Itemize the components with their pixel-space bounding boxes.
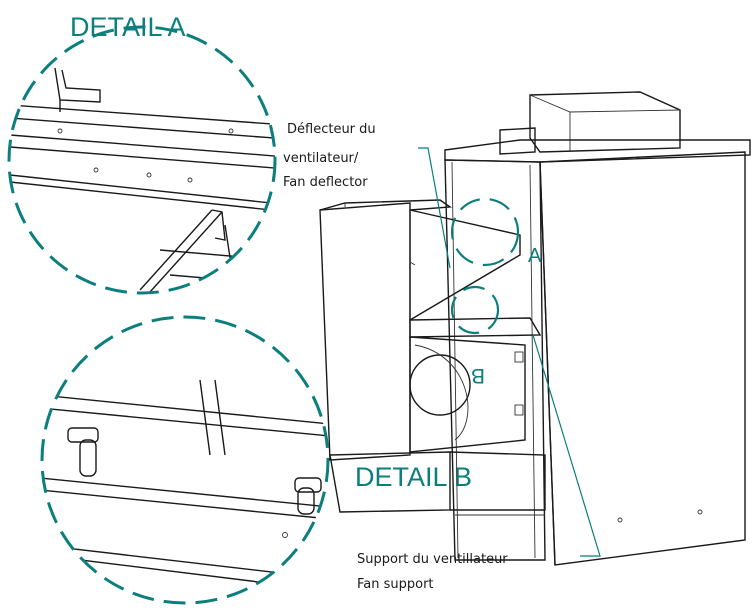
- detail-b-marker: [450, 285, 500, 335]
- fan-support-label-fr: Support du ventillateur: [357, 552, 508, 567]
- fan-support-leader: [532, 334, 601, 557]
- fan-deflector-label-en: Fan deflector: [283, 175, 368, 190]
- furnace-unit: [319, 91, 751, 566]
- callout-b-label: B: [471, 364, 485, 387]
- fan-deflector-leader: [418, 147, 451, 269]
- detail-a-marker: [450, 197, 520, 267]
- detail-b-view: [40, 315, 330, 605]
- detail-b-title: DETAIL B: [355, 462, 472, 492]
- callout-a-label: A: [528, 245, 542, 267]
- detail-a-view: [7, 25, 277, 295]
- fan-support-label-en: Fan support: [357, 577, 434, 592]
- fan-deflector-label-fr: Déflecteur du: [287, 122, 376, 137]
- fan-deflector-label-fr-2: ventilateur/: [283, 151, 359, 166]
